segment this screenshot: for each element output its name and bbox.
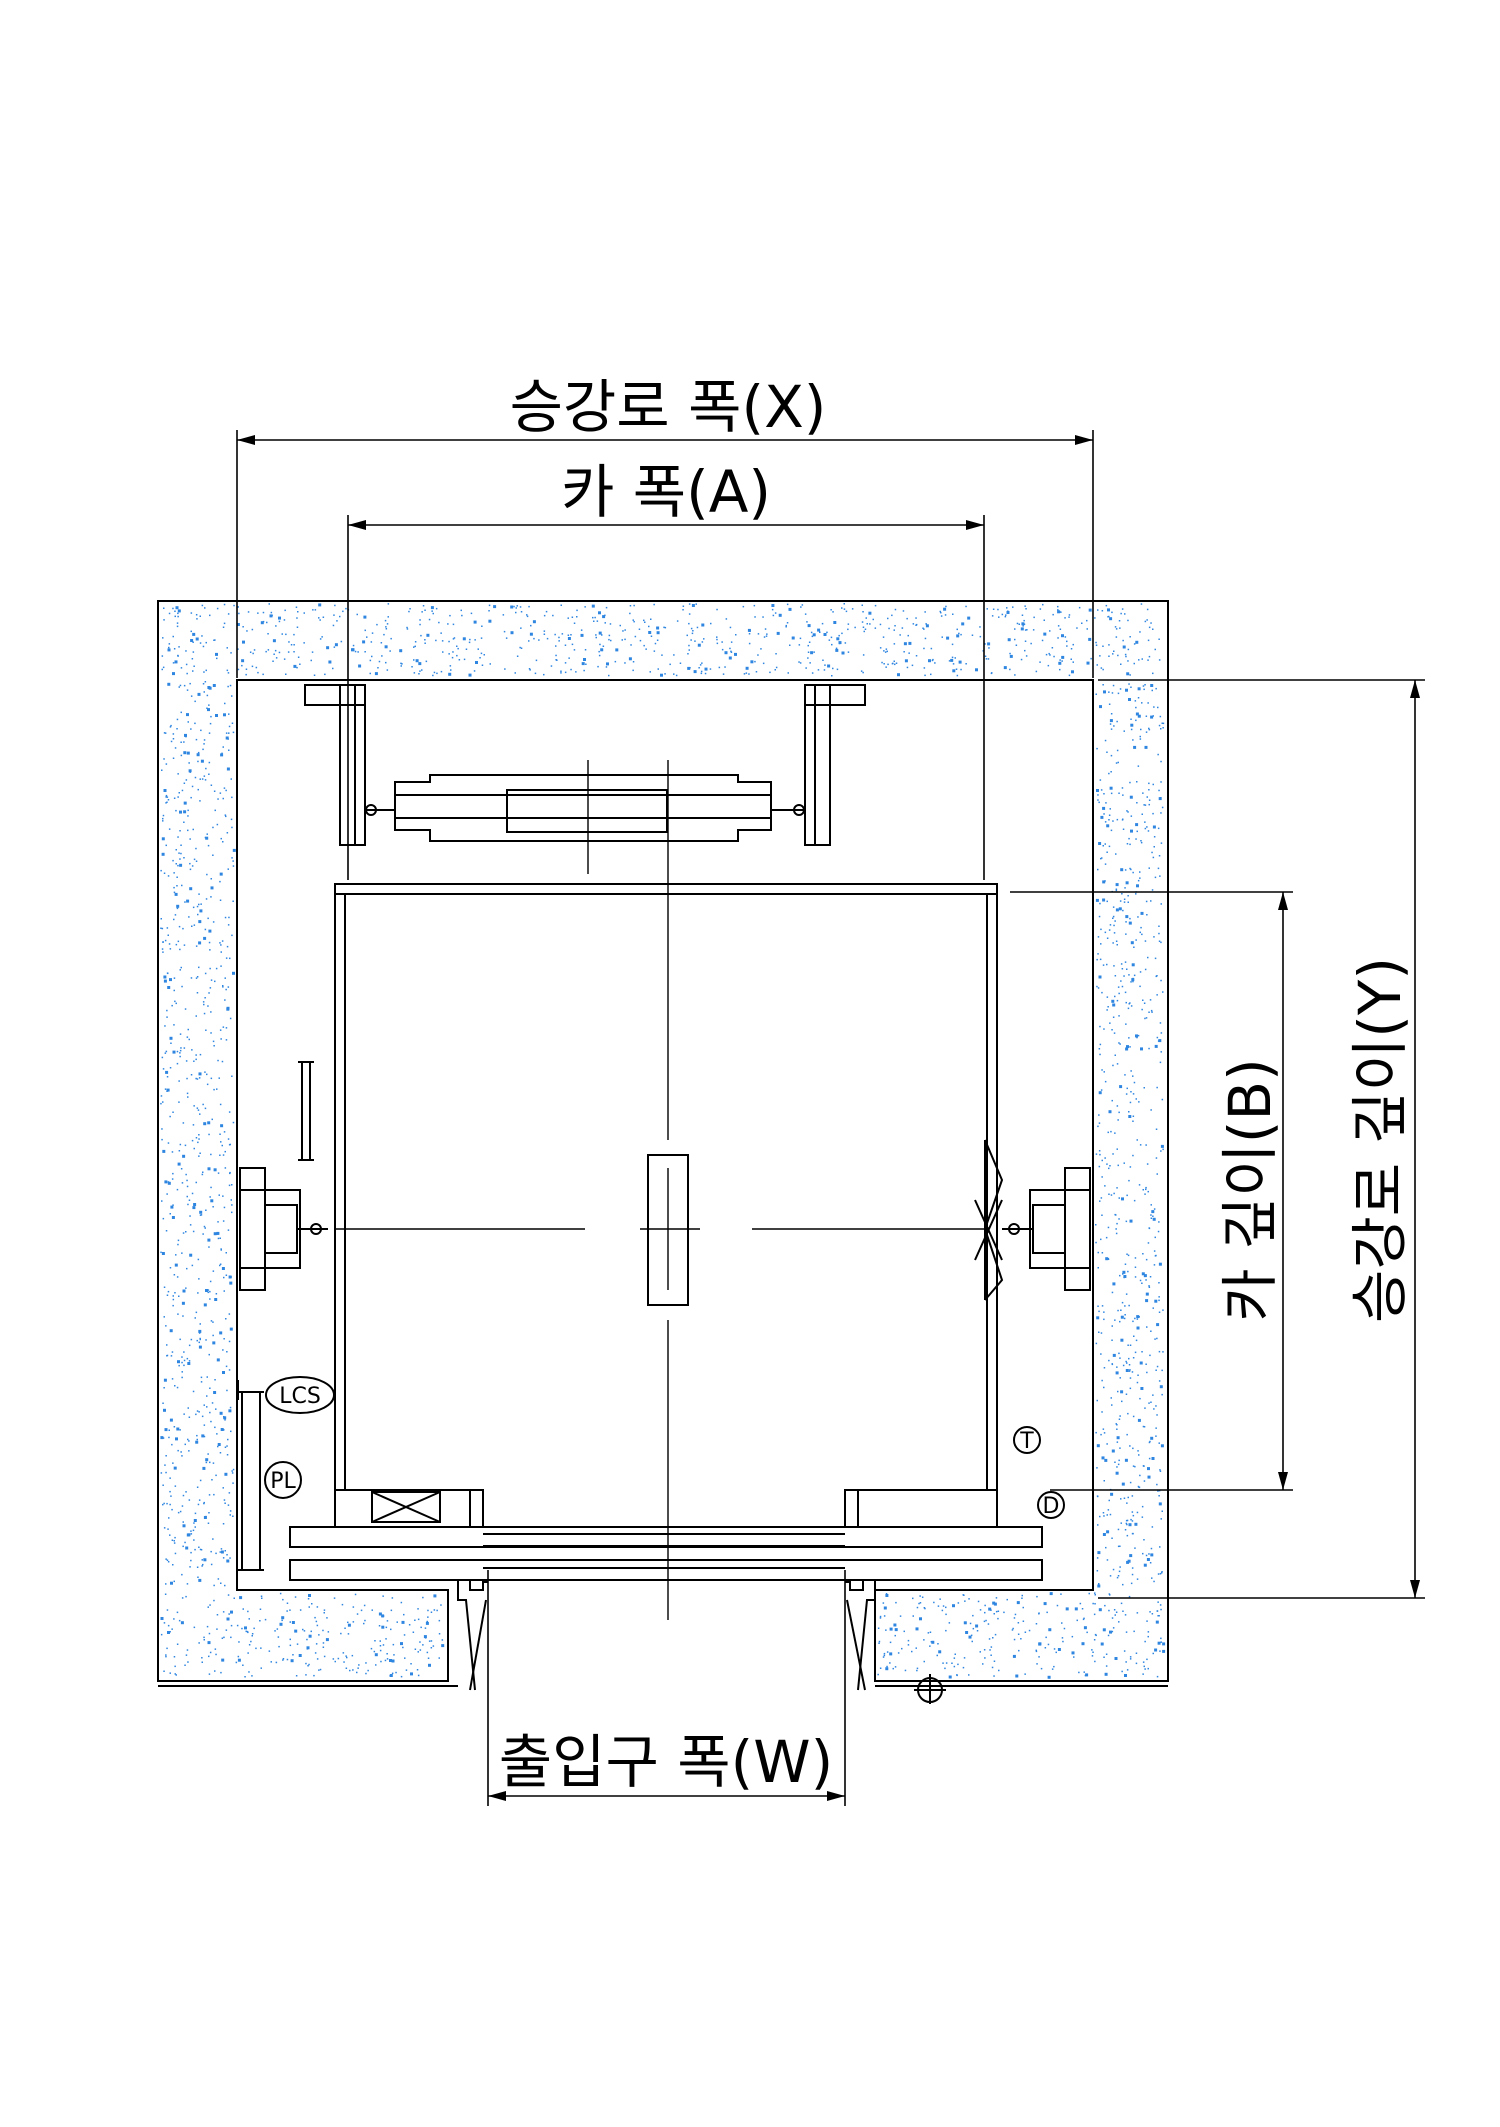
car-rail-right: [974, 1139, 1091, 1301]
car-outline: [289, 883, 1043, 1581]
hall-station: [237, 1380, 264, 1571]
t-label: T: [1019, 1429, 1034, 1454]
car-depth-label: 카 깊이(B): [1216, 1058, 1284, 1322]
hoistway-wall: [157, 600, 1169, 1682]
d-tag: D: [1037, 1491, 1065, 1519]
pl-tag: PL: [264, 1461, 302, 1499]
centerline: [335, 760, 985, 1620]
concrete-texture: [160, 603, 1166, 1679]
dimension-arrows: [237, 435, 1420, 1801]
dimension-lines: [236, 430, 1425, 1806]
cw-rail-left: [304, 684, 395, 846]
hoistway-width-label: 승강로 폭(X): [510, 373, 827, 441]
entrance-width-label: 출입구 폭(W): [499, 1728, 833, 1796]
car-width-label: 카 폭(A): [561, 458, 771, 526]
d-label: D: [1043, 1494, 1060, 1519]
lcs-tag: LCS: [265, 1376, 335, 1414]
cw-rail-right: [771, 684, 866, 846]
lcs-label: LCS: [279, 1384, 321, 1409]
car-center-mark: [647, 1154, 689, 1306]
entrance-jamb: [457, 1579, 876, 1691]
car-operating-panel: [298, 1061, 314, 1161]
hoistway-depth-label: 승강로 깊이(Y): [1346, 957, 1414, 1323]
hall-button-icon: [914, 1674, 946, 1704]
pl-label: PL: [270, 1469, 296, 1494]
t-tag: T: [1013, 1426, 1041, 1454]
counterweight: [394, 774, 772, 842]
car-rail-left: [239, 1167, 328, 1291]
